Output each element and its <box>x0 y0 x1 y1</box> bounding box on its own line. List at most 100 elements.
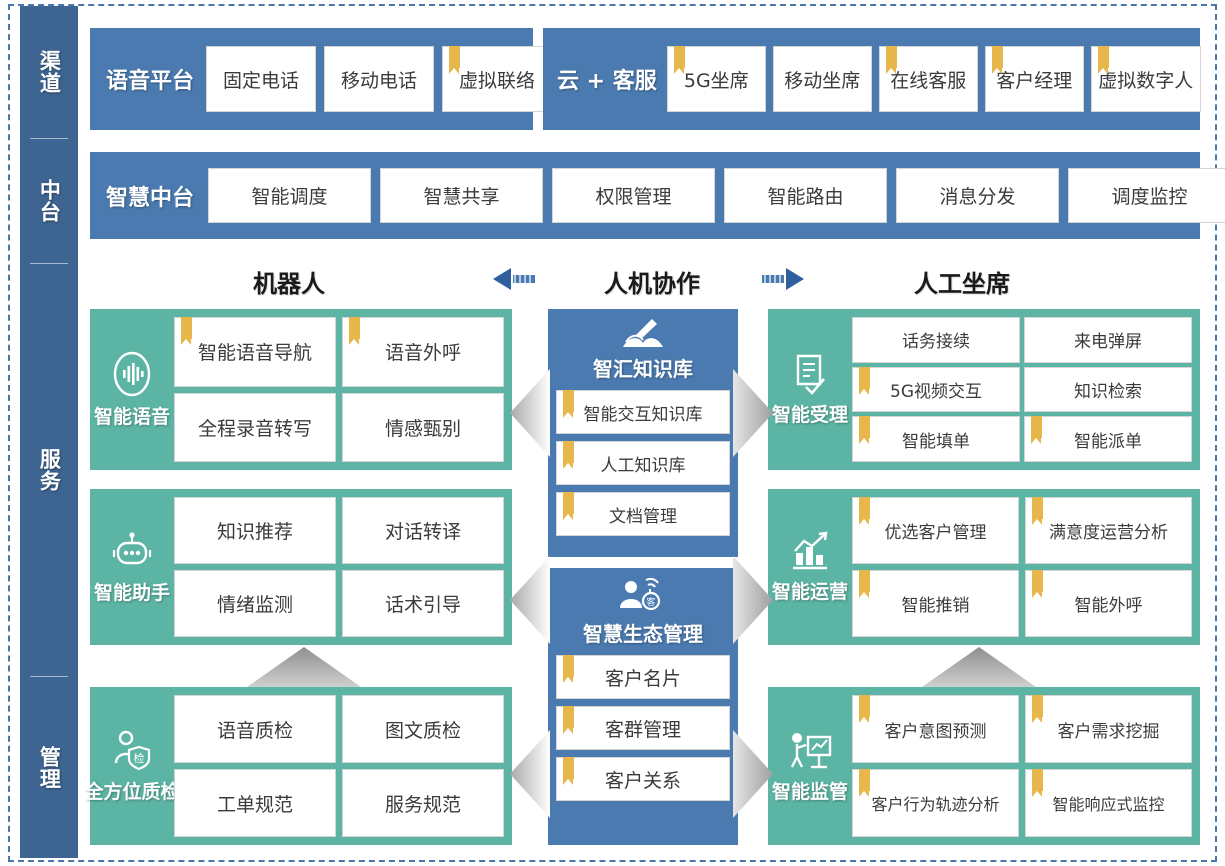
bookmark-ribbon-icon <box>859 416 870 445</box>
feature-tile[interactable]: 工单规范 <box>174 769 336 837</box>
card-intelligent-acceptance: 智能受理 话务接续 来电弹屏 5G视频交互 知识检索 智能填单 智能派单 <box>768 309 1200 470</box>
midplatform-tile[interactable]: 权限管理 <box>552 168 716 223</box>
feature-tile[interactable]: 对话转译 <box>342 497 504 564</box>
feature-tile[interactable]: 情感甄别 <box>342 392 504 462</box>
flow-arrow-right-icon <box>731 726 775 822</box>
channel-tile[interactable]: 固定电话 <box>206 46 317 112</box>
feature-tile[interactable]: 智能响应式监控 <box>1025 769 1192 837</box>
feature-tile[interactable]: 话术引导 <box>342 570 504 637</box>
card-icon-group: 检 全方位质检 <box>85 729 180 804</box>
feature-tile-label: 话术引导 <box>384 594 461 616</box>
stack-knowledge-base: 智汇知识库 智能交互知识库 人工知识库 文档管理 <box>548 309 738 557</box>
sidebar-item-label: 渠道 <box>37 50 62 94</box>
feature-tile[interactable]: 客户意图预测 <box>852 695 1019 763</box>
heading-human-agent: 人工坐席 <box>914 270 1010 298</box>
arrow-right-icon <box>758 267 804 291</box>
stack-item-label: 客户名片 <box>604 667 681 690</box>
channel-tile-label: 在线客服 <box>890 69 967 92</box>
stack-item-label: 智能交互知识库 <box>583 404 703 425</box>
card-intelligent-supervision: 智能监管 客户意图预测 客户需求挖掘 客户行为轨迹分析 智能响应式监控 <box>768 687 1200 845</box>
channel-tile[interactable]: 虚拟数字人 <box>1090 46 1201 112</box>
feature-tile[interactable]: 全程录音转写 <box>174 392 336 462</box>
midplatform-tile-label: 智能调度 <box>251 186 328 208</box>
feature-tile[interactable]: 5G视频交互 <box>852 366 1020 413</box>
feature-tile[interactable]: 情绪监测 <box>174 570 336 637</box>
feature-tile-label: 图文质检 <box>384 719 461 742</box>
feature-tile[interactable]: 客户行为轨迹分析 <box>852 769 1019 837</box>
sidebar-item-midplatform[interactable]: 中台 <box>20 139 78 263</box>
feature-tile[interactable]: 图文质检 <box>342 695 504 763</box>
presentation-person-icon <box>786 729 834 773</box>
stack-item[interactable]: 客户名片 <box>556 655 730 699</box>
sidebar-divider <box>30 138 68 139</box>
bookmark-ribbon-icon <box>563 757 574 785</box>
chart-growth-icon <box>788 531 832 573</box>
feature-tile[interactable]: 语音外呼 <box>342 317 504 387</box>
bookmark-ribbon-icon <box>349 317 360 345</box>
feature-tile[interactable]: 优选客户管理 <box>852 497 1019 564</box>
stack-header: 智汇知识库 <box>548 309 738 390</box>
bookmark-ribbon-icon <box>673 46 685 74</box>
feature-tile-label: 智能派单 <box>1074 431 1142 452</box>
midplatform-tile[interactable]: 智能路由 <box>724 168 888 223</box>
sidebar-item-service[interactable]: 服务 <box>20 264 78 676</box>
bookmark-ribbon-icon <box>859 695 870 723</box>
feature-tile[interactable]: 来电弹屏 <box>1024 317 1192 363</box>
voice-platform-label: 语音平台 <box>106 69 195 94</box>
channel-tile[interactable]: 虚拟联络 <box>442 46 553 112</box>
bookmark-ribbon-icon <box>859 497 870 525</box>
channel-tile[interactable]: 移动电话 <box>324 46 435 112</box>
bookmark-ribbon-icon <box>449 46 461 74</box>
feature-tile[interactable]: 智能语音导航 <box>174 317 336 387</box>
midplatform-tile[interactable]: 消息分发 <box>896 168 1060 223</box>
feature-tile[interactable]: 满意度运营分析 <box>1025 497 1192 564</box>
channel-tile[interactable]: 在线客服 <box>878 46 978 112</box>
sidebar-item-channel[interactable]: 渠道 <box>20 6 78 138</box>
feature-tile[interactable]: 知识推荐 <box>174 497 336 564</box>
sidebar-item-management[interactable]: 管理 <box>20 677 78 858</box>
channel-tile[interactable]: 客户经理 <box>984 46 1084 112</box>
flow-arrow-right-icon <box>731 365 775 461</box>
stack-item[interactable]: 客户关系 <box>556 757 730 801</box>
stack-item-label: 人工知识库 <box>600 455 686 476</box>
feature-tile[interactable]: 客户需求挖掘 <box>1025 695 1192 763</box>
feature-tile[interactable]: 智能派单 <box>1024 416 1192 462</box>
bookmark-ribbon-icon <box>563 441 574 469</box>
card-intelligent-operation: 智能运营 优选客户管理 满意度运营分析 智能推销 智能外呼 <box>768 489 1200 645</box>
midplatform-tile[interactable]: 调度监控 <box>1068 168 1225 223</box>
feature-tile-label: 对话转译 <box>384 521 461 543</box>
feature-tile[interactable]: 服务规范 <box>342 769 504 837</box>
bookmark-ribbon-icon <box>859 366 870 395</box>
midplatform-band: 智慧中台 智能调度 智慧共享 权限管理 智能路由 消息分发 调度监控 <box>90 152 1225 239</box>
stack-item[interactable]: 人工知识库 <box>556 441 730 485</box>
stack-item[interactable]: 客群管理 <box>556 706 730 750</box>
feature-tile[interactable]: 语音质检 <box>174 695 336 763</box>
document-check-icon <box>790 352 830 396</box>
stack-item-label: 客群管理 <box>604 718 681 741</box>
arrow-left-icon <box>493 267 539 291</box>
feature-tile-label: 来电弹屏 <box>1074 332 1142 353</box>
feature-tile[interactable]: 智能推销 <box>852 570 1019 637</box>
card-title: 智能运营 <box>771 580 848 603</box>
cloud-service-label: 云 + 客服 <box>557 69 657 94</box>
midplatform-tile[interactable]: 智慧共享 <box>380 168 544 223</box>
feature-tile[interactable]: 知识检索 <box>1024 366 1192 413</box>
bookmark-ribbon-icon <box>1097 46 1109 74</box>
feature-tile[interactable]: 智能外呼 <box>1025 570 1192 637</box>
heading-robot: 机器人 <box>253 270 325 298</box>
card-icon-group: 智能语音 <box>90 350 174 429</box>
midplatform-tile[interactable]: 智能调度 <box>208 168 372 223</box>
card-title: 全方位质检 <box>84 780 180 803</box>
feature-tile-label: 情绪监测 <box>216 594 293 616</box>
stack-item[interactable]: 文档管理 <box>556 492 730 536</box>
channel-tile[interactable]: 5G坐席 <box>666 46 766 112</box>
stack-item[interactable]: 智能交互知识库 <box>556 390 730 434</box>
flow-arrow-up-icon <box>245 645 363 689</box>
stack-title: 智汇知识库 <box>593 357 693 381</box>
bookmark-ribbon-icon <box>885 46 897 74</box>
stack-header: 客 智慧生态管理 <box>548 568 738 655</box>
feature-tile[interactable]: 话务接续 <box>852 317 1020 363</box>
channel-tile[interactable]: 移动坐席 <box>772 46 872 112</box>
feature-tile-label: 知识检索 <box>1074 381 1142 402</box>
feature-tile[interactable]: 智能填单 <box>852 416 1020 462</box>
